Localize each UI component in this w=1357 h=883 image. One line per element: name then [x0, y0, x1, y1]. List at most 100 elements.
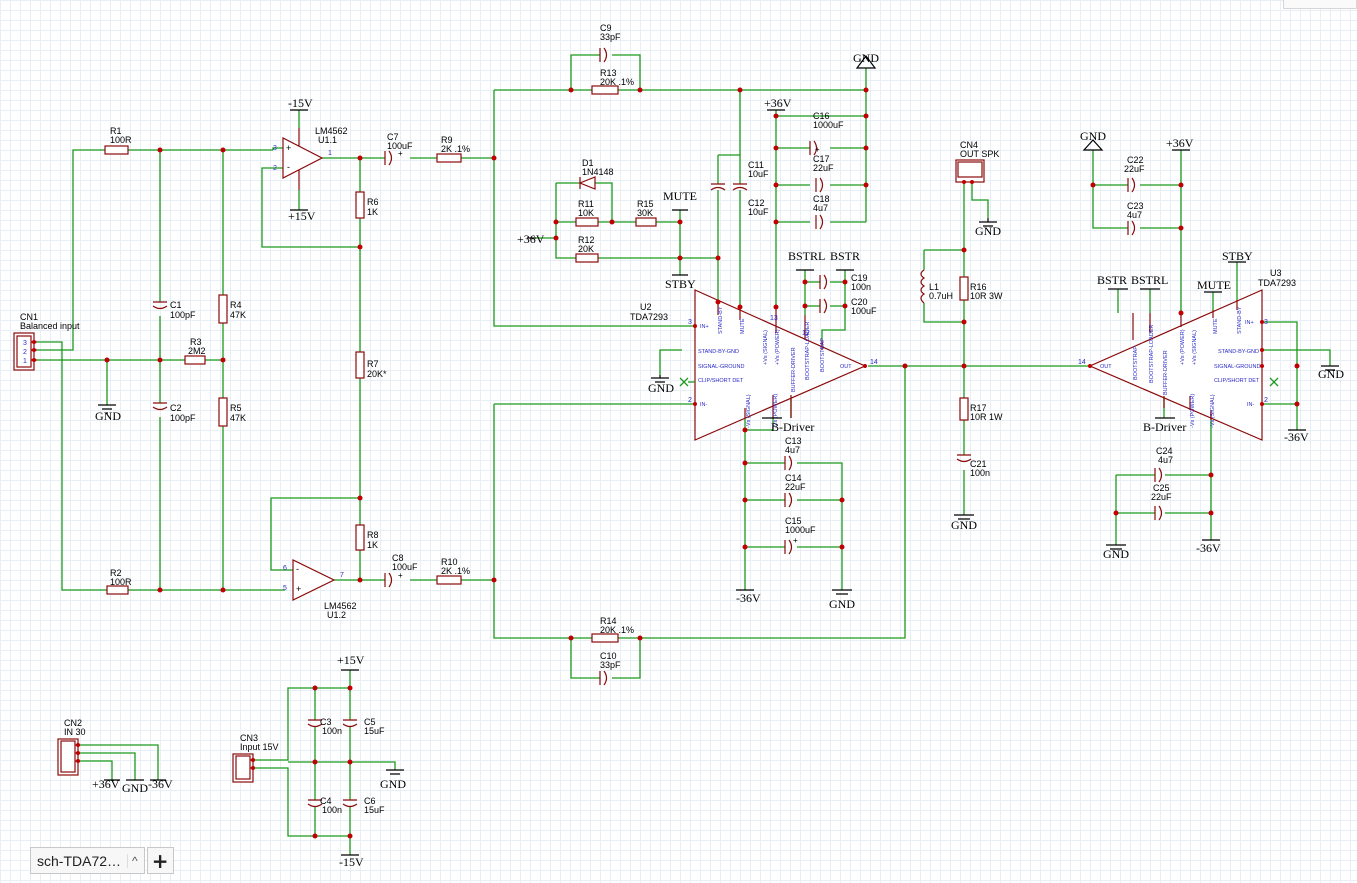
connector-cn4: [955, 159, 985, 183]
r8-body: [355, 524, 365, 551]
r12-value: 20K: [578, 244, 594, 254]
c22-ref: C22: [1127, 155, 1144, 165]
r7-ref: R7: [367, 359, 379, 369]
chevron-up-icon[interactable]: ^: [127, 853, 138, 868]
c16-plus-mark: +: [815, 145, 820, 154]
window-corner-panel: [1283, 0, 1357, 9]
u12-part: LM4562: [324, 601, 357, 611]
r2-value: 100R: [110, 577, 132, 587]
u3-pinlabel-in-plus: IN+: [1245, 320, 1254, 326]
n36-label-4: -36V: [148, 777, 173, 791]
r17-value: 10R 1W: [970, 412, 1003, 422]
r3-value: 2M2: [188, 346, 206, 356]
r14-ref: R14: [600, 616, 617, 626]
r6-value: 1K: [367, 207, 378, 217]
cn1-pin2: 2: [23, 349, 27, 356]
capacitors: + + + +: [152, 47, 1163, 808]
n36-label-3: -36V: [1284, 430, 1309, 444]
junctions: [32, 87, 1300, 839]
connector-cn1: 3 2 1: [13, 332, 37, 371]
c5-value: 15uF: [364, 726, 385, 736]
labels: CN1 Balanced input CN2 IN 30 CN3 Input 1…: [20, 23, 1296, 815]
cn1-pin3: 3: [23, 340, 27, 347]
bdriver-label-1: B-Driver: [771, 420, 814, 434]
r4-body: [218, 294, 228, 324]
p36-label-3: +36V: [1166, 136, 1194, 150]
cn1-ref: CN1: [20, 312, 38, 322]
c21-value: 100n: [970, 468, 990, 478]
u11-plus-sign: +: [286, 143, 291, 153]
c23-ref: C23: [1127, 201, 1144, 211]
r9-ref: R9: [441, 135, 453, 145]
r4-ref: R4: [230, 300, 242, 310]
u2-pinlabel-bootloader: BOOTSTRAP-LOADER: [805, 322, 811, 380]
u2-pinlabel-mute: MUTE: [740, 318, 746, 334]
document-tab[interactable]: sch-TDA72… ^: [30, 847, 145, 874]
c24-ref: C24: [1156, 446, 1173, 456]
c15-ref: C15: [785, 516, 802, 526]
cn3-ref: CN3: [240, 733, 258, 743]
u3-pinlabel-stby-gnd: STAND-BY-GND: [1218, 349, 1259, 355]
r12-ref: R12: [578, 235, 595, 245]
c15-plus-mark: +: [793, 536, 798, 545]
r6-body: [355, 191, 365, 219]
r11-value: 10K: [578, 208, 594, 218]
c21-ref: C21: [970, 459, 987, 469]
c23-value: 4u7: [1127, 210, 1142, 220]
u3-pinlabel-in-minus: IN-: [1247, 402, 1255, 408]
net-labels: GND GND GND GND GND GND GND GND GND GND …: [92, 51, 1344, 869]
c7-value: 100uF: [387, 141, 413, 151]
r14-value: 20K .1%: [600, 625, 634, 635]
n36-label-2: -36V: [1196, 541, 1221, 555]
r7-value: 20K*: [367, 369, 387, 379]
diode-inductor: [578, 176, 926, 304]
gnd-label-2: GND: [648, 381, 674, 395]
c2-value: 100pF: [170, 413, 196, 423]
c19-value: 100n: [851, 282, 871, 292]
u2-pinlabel-vs-sig-n: -Vs (SIGNAL): [746, 394, 752, 428]
c18-value: 4u7: [813, 203, 828, 213]
bstrl-label-1: BSTRL: [788, 249, 825, 263]
c12-value: 10uF: [748, 207, 769, 217]
u12-pin6: 6: [283, 565, 287, 572]
opamp-u1-1: 3 2 1 + -: [273, 128, 332, 190]
c13-ref: C13: [785, 436, 802, 446]
gnd-label-11: GND: [122, 781, 148, 795]
r10-ref: R10: [441, 557, 458, 567]
gnd-label-4: GND: [951, 518, 977, 532]
c16-ref: C16: [813, 111, 830, 121]
mute-label-2: MUTE: [1197, 278, 1231, 292]
c7-plus-mark: +: [398, 149, 403, 158]
r14-body: [591, 633, 619, 643]
c18-ref: C18: [813, 194, 830, 204]
u11-pin3: 3: [273, 145, 277, 152]
r13-body: [591, 85, 619, 95]
c10-ref: C10: [600, 651, 617, 661]
add-tab-button[interactable]: +: [146, 847, 174, 874]
r5-value: 47K: [230, 413, 246, 423]
c11-value: 10uF: [748, 169, 769, 179]
c17-value: 22uF: [813, 163, 834, 173]
u3-pinlabel-bootloader: BOOTSTRAP-LOADER: [1149, 325, 1155, 383]
r4-value: 47K: [230, 310, 246, 320]
gnd-label-10: GND: [380, 777, 406, 791]
u2-ref: U2: [640, 302, 652, 312]
r13-ref: R13: [600, 68, 617, 78]
u2-pinlabel-vs-pow-n: -Vs (POWER): [773, 394, 779, 428]
u3-pinlabel-out: OUT: [1100, 364, 1112, 370]
u2-pinlabel-stby-gnd: STAND-BY-GND: [698, 349, 739, 355]
u2-pin14: 14: [870, 359, 878, 366]
u12-ref: U1.2: [327, 610, 346, 620]
u2-pinlabel-stby: STAND-BY: [718, 306, 724, 334]
bdriver-label-2: B-Driver: [1143, 420, 1186, 434]
p36-label-2: +36V: [517, 232, 545, 246]
u12-plus-sign: +: [296, 584, 301, 594]
u12-pin5: 5: [283, 585, 287, 592]
r5-body: [218, 397, 228, 427]
p15-label-2: +15V: [337, 653, 365, 667]
u3-pinlabel-mute: MUTE: [1213, 318, 1219, 334]
n15-label-1: -15V: [288, 96, 313, 110]
stby-label-1: STBY: [665, 277, 696, 291]
